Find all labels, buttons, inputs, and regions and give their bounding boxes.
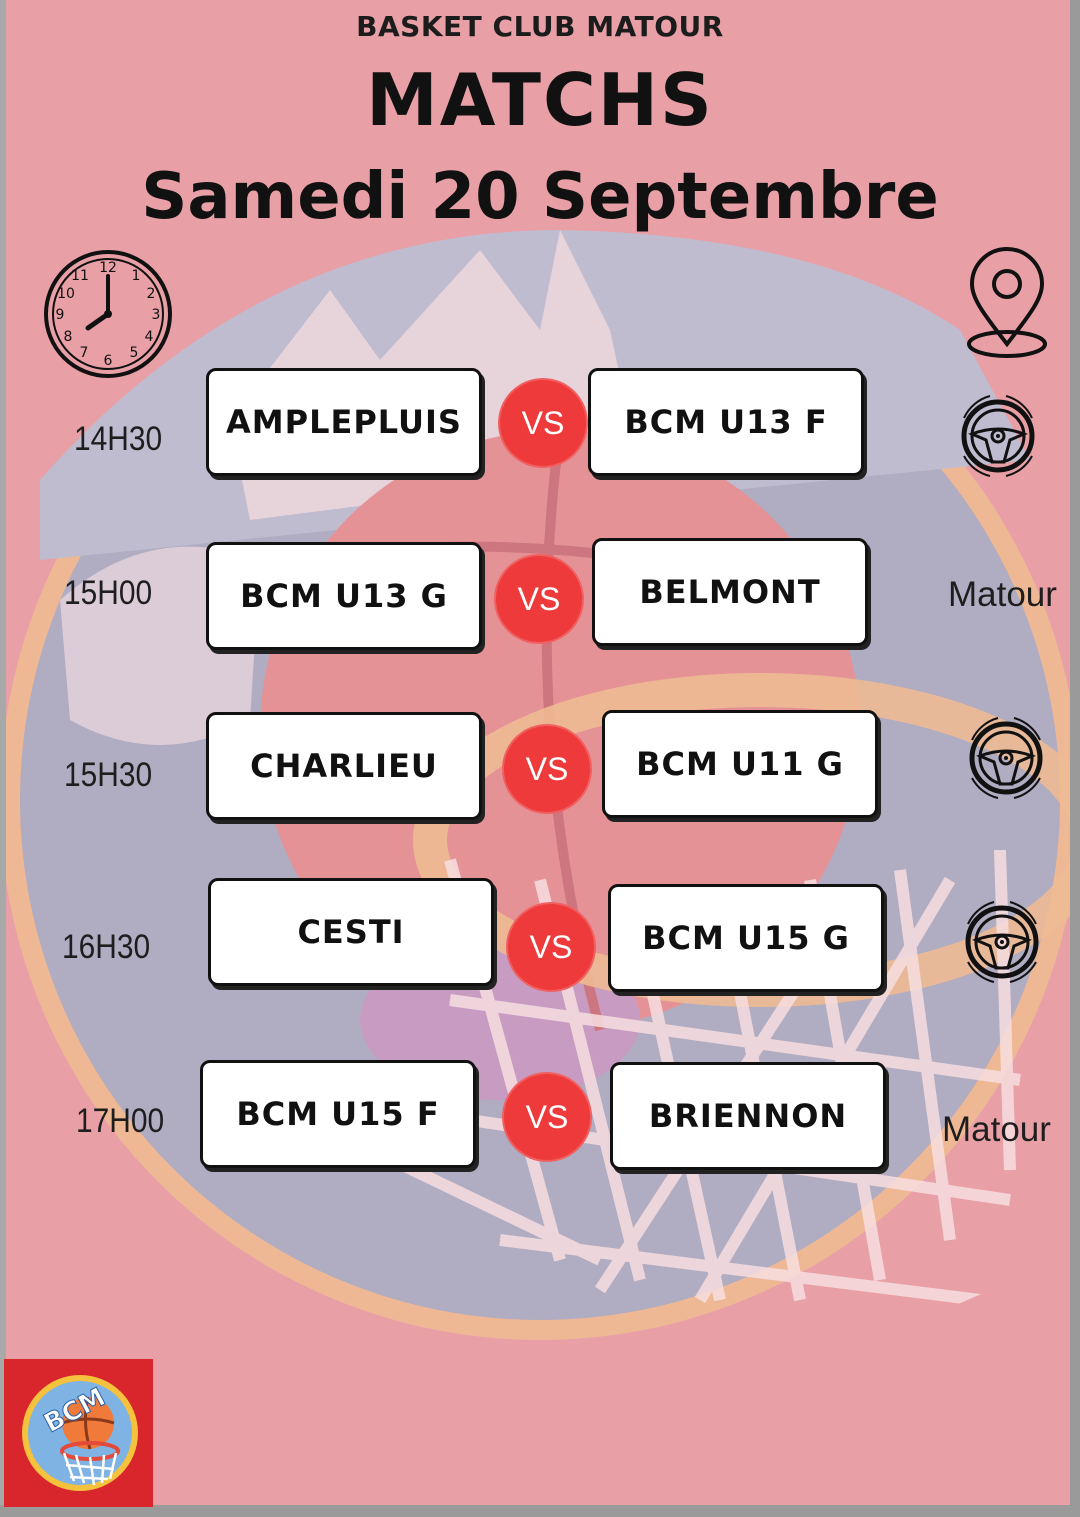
vs-badge: VS [500, 380, 586, 466]
away-team-box: BCM U13 F [588, 368, 864, 476]
svg-text:11: 11 [71, 268, 89, 284]
club-name: BASKET CLUB MATOUR [356, 10, 724, 43]
svg-text:1: 1 [132, 268, 141, 284]
match-location: Matour [948, 575, 1057, 614]
svg-text:8: 8 [64, 329, 73, 345]
vs-badge: VS [504, 1074, 590, 1160]
svg-text:7: 7 [80, 345, 89, 361]
match-time: 16H30 [62, 928, 151, 966]
home-team-box: CHARLIEU [206, 712, 482, 820]
steering-wheel-icon [965, 901, 1039, 983]
home-team-box: BCM U15 F [200, 1060, 476, 1168]
vs-badge: VS [504, 726, 590, 812]
vs-badge: VS [508, 904, 594, 990]
away-team-box: BCM U15 G [608, 884, 884, 992]
frame-right-border [1070, 0, 1080, 1517]
home-team-box: CESTI [208, 878, 494, 986]
svg-text:6: 6 [104, 353, 113, 369]
page-title: MATCHS [366, 58, 714, 142]
away-team-box: BCM U11 G [602, 710, 878, 818]
frame-bottom-border [0, 1505, 1080, 1517]
svg-text:12: 12 [99, 260, 117, 276]
svg-text:10: 10 [57, 286, 75, 302]
away-team-box: BELMONT [592, 538, 868, 646]
club-logo: BCM [4, 1359, 153, 1507]
svg-text:2: 2 [147, 286, 156, 302]
vs-badge: VS [496, 556, 582, 642]
steering-wheel-icon [969, 717, 1043, 799]
away-team-box: BRIENNON [610, 1062, 886, 1170]
location-pin-icon [967, 247, 1047, 358]
frame-left-border [0, 0, 6, 1517]
home-team-box: AMPLEPLUIS [206, 368, 482, 476]
match-location: Matour [942, 1110, 1051, 1149]
match-time: 17H00 [76, 1102, 165, 1140]
home-team-box: BCM U13 G [206, 542, 482, 650]
match-time: 15H30 [64, 756, 153, 794]
svg-text:9: 9 [56, 307, 65, 323]
match-date: Samedi 20 Septembre [141, 160, 939, 234]
svg-text:3: 3 [152, 307, 161, 323]
match-time: 15H00 [64, 574, 153, 612]
steering-wheel-icon [961, 395, 1035, 477]
svg-text:4: 4 [145, 329, 154, 345]
svg-text:5: 5 [130, 345, 139, 361]
match-time: 14H30 [74, 420, 163, 458]
